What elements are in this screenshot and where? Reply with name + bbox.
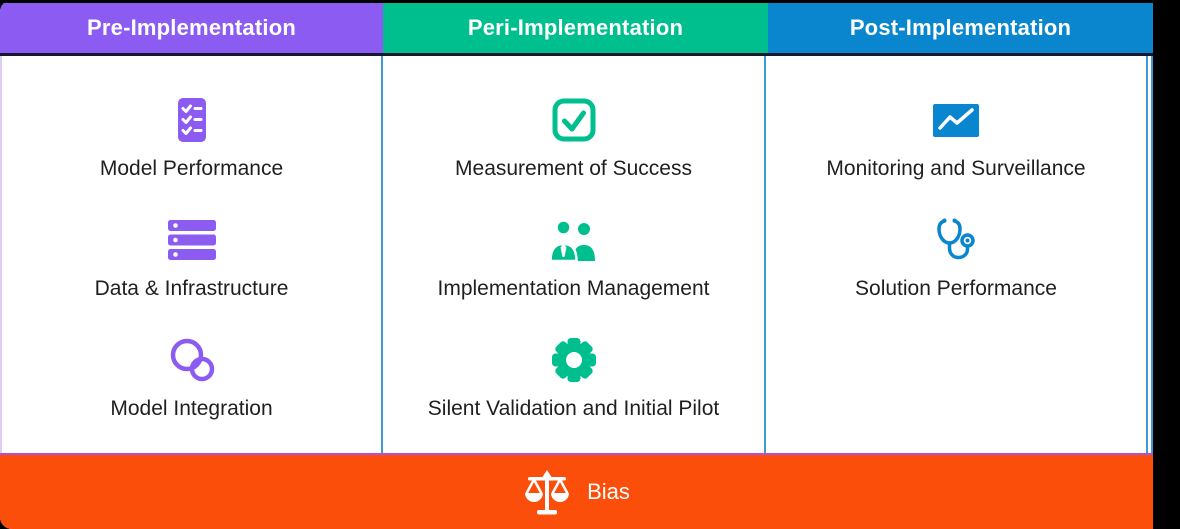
item-label: Data & Infrastructure <box>94 277 289 300</box>
linked-rings-icon <box>168 336 216 384</box>
server-stack-icon <box>166 216 218 264</box>
item-data-infrastructure: Data & Infrastructure <box>94 216 289 302</box>
phase-columns: Model Performance <box>0 56 1153 453</box>
phase-header-row: Pre-Implementation Peri-Implementation P… <box>0 3 1153 56</box>
checklist-icon <box>171 96 213 144</box>
column-post-implementation: Monitoring and Surveillance <box>766 56 1148 453</box>
item-implementation-management: Implementation Management <box>438 216 710 302</box>
item-label: Monitoring and Surveillance <box>826 157 1086 180</box>
item-label: Model Integration <box>110 397 273 420</box>
header-post-implementation: Post-Implementation <box>768 3 1153 53</box>
bias-bar: Bias <box>0 453 1153 529</box>
item-label: Measurement of Success <box>455 157 692 180</box>
item-silent-validation: Silent Validation and Initial Pilot <box>428 336 719 422</box>
stethoscope-icon <box>932 216 980 264</box>
column-pre-implementation: Model Performance <box>2 56 383 453</box>
item-monitoring-surveillance: Monitoring and Surveillance <box>826 96 1086 182</box>
line-chart-icon <box>932 96 980 144</box>
item-label: Solution Performance <box>855 277 1057 300</box>
header-pre-implementation: Pre-Implementation <box>0 3 383 53</box>
header-peri-implementation: Peri-Implementation <box>383 3 768 53</box>
team-icon <box>549 216 598 264</box>
item-solution-performance: Solution Performance <box>855 216 1057 302</box>
item-label: Implementation Management <box>437 277 710 300</box>
column-peri-implementation: Measurement of Success <box>383 56 766 453</box>
scales-icon <box>523 469 571 515</box>
item-measurement-of-success: Measurement of Success <box>455 96 692 182</box>
implementation-phases-board: Pre-Implementation Peri-Implementation P… <box>0 3 1153 529</box>
checkbox-icon <box>550 96 598 144</box>
item-label: Silent Validation and Initial Pilot <box>427 397 720 420</box>
item-model-performance: Model Performance <box>100 96 283 182</box>
gear-icon <box>550 336 598 384</box>
item-model-integration: Model Integration <box>110 336 273 422</box>
bias-label: Bias <box>587 479 630 504</box>
item-label: Model Performance <box>99 157 284 180</box>
